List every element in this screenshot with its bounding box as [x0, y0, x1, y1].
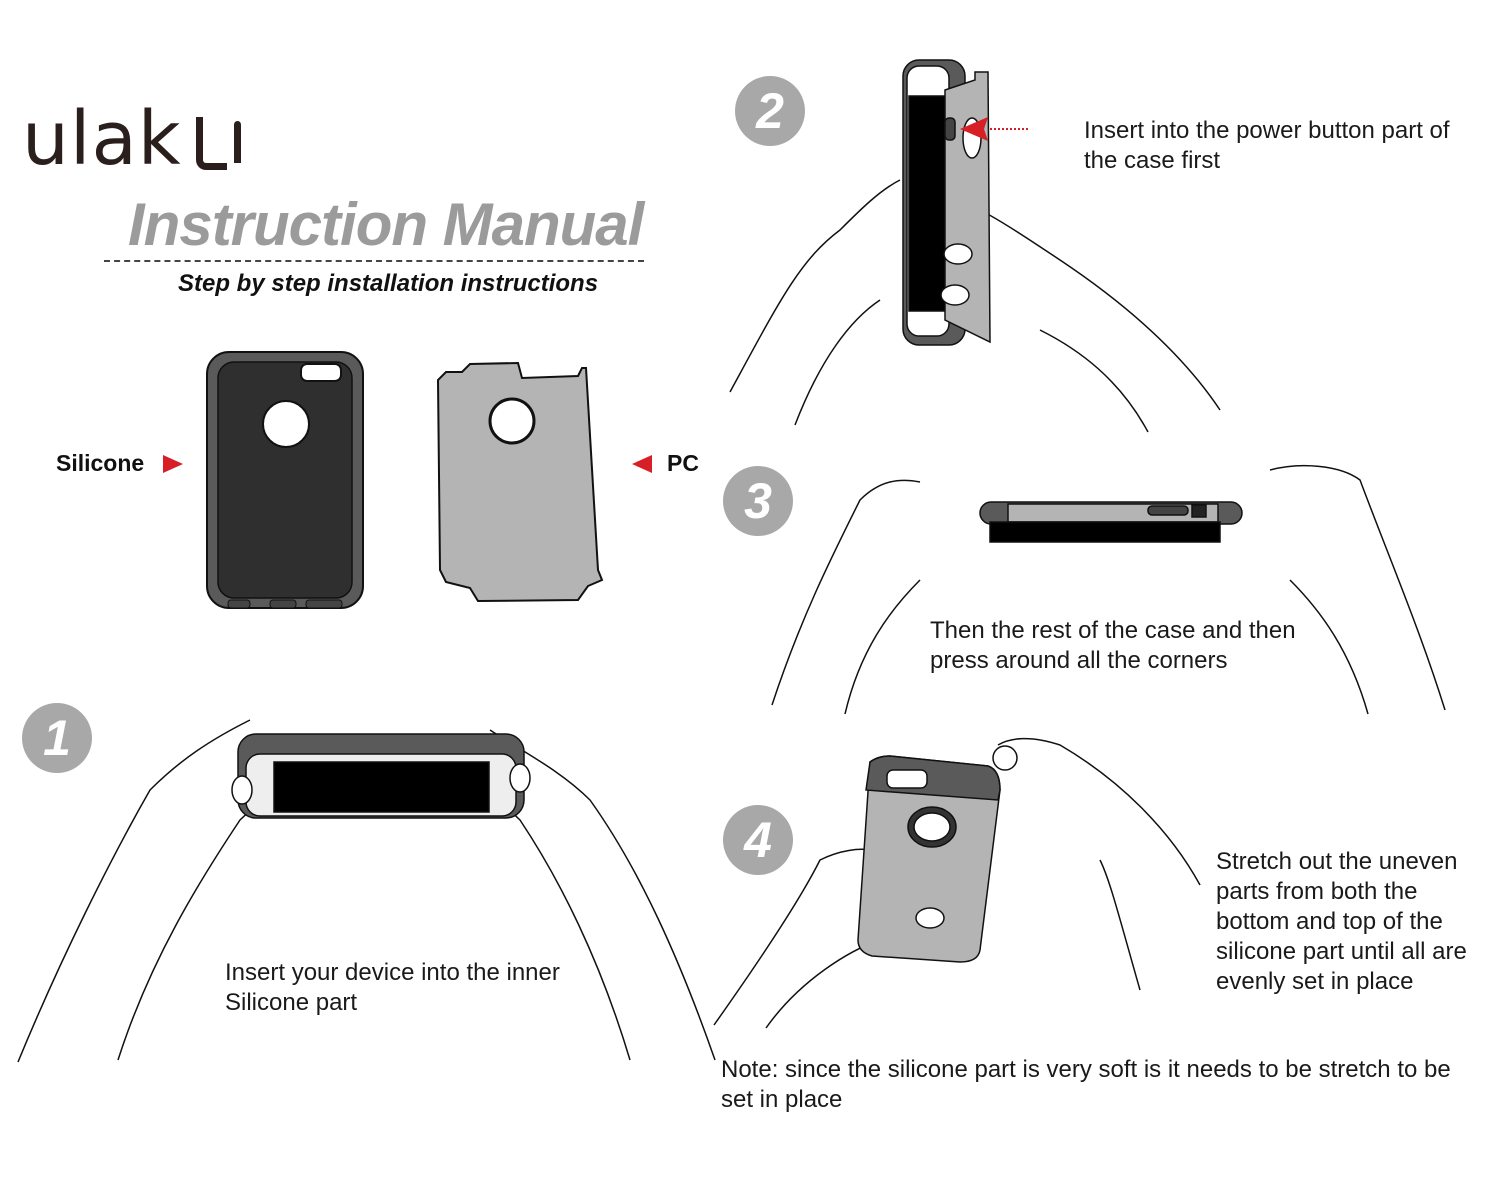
red-arrow-icon [960, 117, 988, 141]
step-4-illustration [713, 737, 1201, 1029]
silicone-case-illustration [206, 351, 364, 609]
page-title: Instruction Manual [128, 191, 644, 258]
silicone-label: Silicone [56, 450, 145, 476]
brand-mark-icon [195, 117, 241, 170]
step-1-badge: 1 [22, 703, 92, 773]
arrow-right-icon [163, 455, 183, 473]
step-2-illustration [729, 59, 1221, 433]
note-text: Note: since the silicone part is very so… [721, 1056, 1451, 1113]
pc-shell-illustration [436, 361, 604, 603]
step-2-badge: 2 [735, 76, 805, 146]
step-1-illustration [17, 719, 716, 1063]
step-4-text: Stretch out the uneven parts from both t… [1216, 848, 1467, 995]
step-4-badge: 4 [723, 805, 793, 875]
brand-name: ulak [22, 96, 182, 182]
brand-logo: ulak [22, 102, 241, 176]
dashed-divider [104, 260, 644, 262]
step-3-illustration [771, 464, 1446, 715]
step-1-text: Insert your device into the inner Silico… [225, 959, 560, 1016]
step-3-text: Then the rest of the case and then press… [930, 617, 1296, 674]
step-2-text: Insert into the power button part of the… [1084, 117, 1450, 174]
page-subtitle: Step by step installation instructions [178, 270, 599, 297]
step-3-badge: 3 [723, 466, 793, 536]
pc-label: PC [667, 450, 699, 476]
arrow-left-icon [632, 455, 652, 473]
